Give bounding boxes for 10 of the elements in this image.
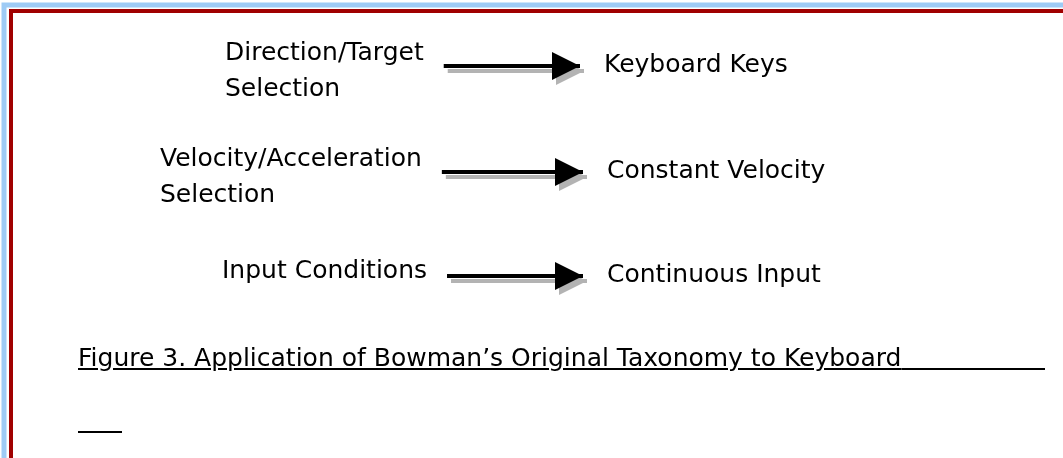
node-label: Input Conditions bbox=[222, 254, 428, 286]
arrow bbox=[443, 52, 584, 85]
figure-caption: Figure 3. Application of Bowman’s Original Taxonomy to Keyboard bbox=[78, 342, 902, 374]
node-label: Velocity/Acceleration Selection bbox=[160, 142, 423, 210]
arrow bbox=[447, 262, 587, 295]
arrow bbox=[441, 158, 587, 191]
node-label: Direction/Target Selection bbox=[225, 36, 425, 104]
node-label: Continuous Input bbox=[607, 258, 822, 290]
node-label: Constant Velocity bbox=[607, 154, 827, 186]
node-label: Keyboard Keys bbox=[604, 48, 789, 80]
